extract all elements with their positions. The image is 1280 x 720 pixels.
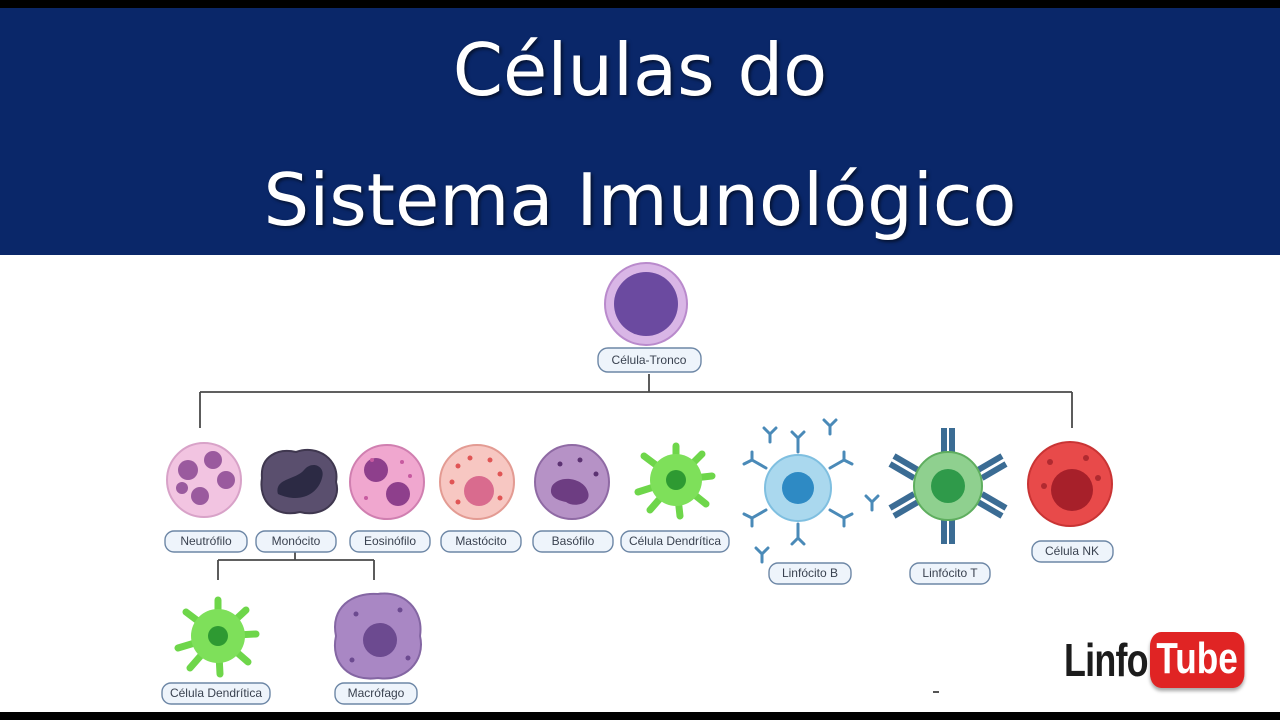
label-t-lymphocyte-text: Linfócito T — [922, 566, 978, 580]
label-b-lymphocyte-text: Linfócito B — [782, 566, 838, 580]
label-mast-cell-text: Mastócito — [455, 534, 507, 548]
t-lymphocyte-icon — [888, 428, 1008, 544]
basophil-icon — [534, 444, 610, 520]
stem-cell-icon — [604, 262, 688, 346]
label-monocyte-text: Monócito — [272, 534, 321, 548]
label-b-lymphocyte: Linfócito B — [768, 562, 852, 585]
label-eosinophil: Eosinófilo — [349, 530, 431, 553]
label-neutrophil: Neutrófilo — [164, 530, 248, 553]
b-lymphocyte-icon — [742, 418, 880, 564]
label-macrophage-text: Macrófago — [348, 686, 405, 700]
stray-mark — [933, 691, 939, 693]
logo-text-linfo: Linfo — [1064, 634, 1149, 686]
label-neutrophil-text: Neutrófilo — [180, 534, 232, 548]
mast-cell-icon — [439, 444, 515, 520]
label-mast-cell: Mastócito — [440, 530, 522, 553]
immune-cells-diagram: Célula-Tronco Neutrófilo Monócito — [161, 262, 1114, 705]
slide: Células do Sistema Imunológico Célula-Tr… — [0, 8, 1280, 712]
label-dendritic-cell-child-text: Célula Dendrítica — [170, 686, 262, 700]
macrophage-icon — [333, 592, 422, 680]
neutrophil-icon — [166, 442, 242, 518]
label-basophil-text: Basófilo — [552, 534, 595, 548]
label-stem-cell: Célula-Tronco — [597, 347, 702, 373]
nk-cell-icon — [1027, 441, 1113, 527]
label-t-lymphocyte: Linfócito T — [909, 562, 991, 585]
label-nk-cell-text: Célula NK — [1045, 544, 1099, 558]
label-dendritic-cell-text: Célula Dendrítica — [629, 534, 721, 548]
label-basophil: Basófilo — [532, 530, 614, 553]
label-eosinophil-text: Eosinófilo — [364, 534, 416, 548]
label-monocyte: Monócito — [255, 530, 337, 553]
title-line-2: Sistema Imunológico — [263, 158, 1017, 242]
label-dendritic-cell-child: Célula Dendrítica — [161, 682, 271, 705]
label-stem-cell-text: Célula-Tronco — [612, 353, 687, 367]
dendritic-cell-icon — [174, 596, 260, 678]
label-macrophage: Macrófago — [334, 682, 418, 705]
monocyte-icon — [260, 449, 339, 515]
label-nk-cell: Célula NK — [1031, 540, 1114, 563]
title-banner: Células do Sistema Imunológico — [0, 8, 1280, 255]
dendritic-cell-icon — [634, 442, 716, 520]
title-line-1: Células do — [452, 28, 828, 112]
label-dendritic-cell: Célula Dendrítica — [620, 530, 730, 553]
linfotube-logo: Linfo Tube — [1064, 630, 1268, 690]
logo-text-tube: Tube — [1150, 632, 1245, 688]
eosinophil-icon — [349, 444, 425, 520]
